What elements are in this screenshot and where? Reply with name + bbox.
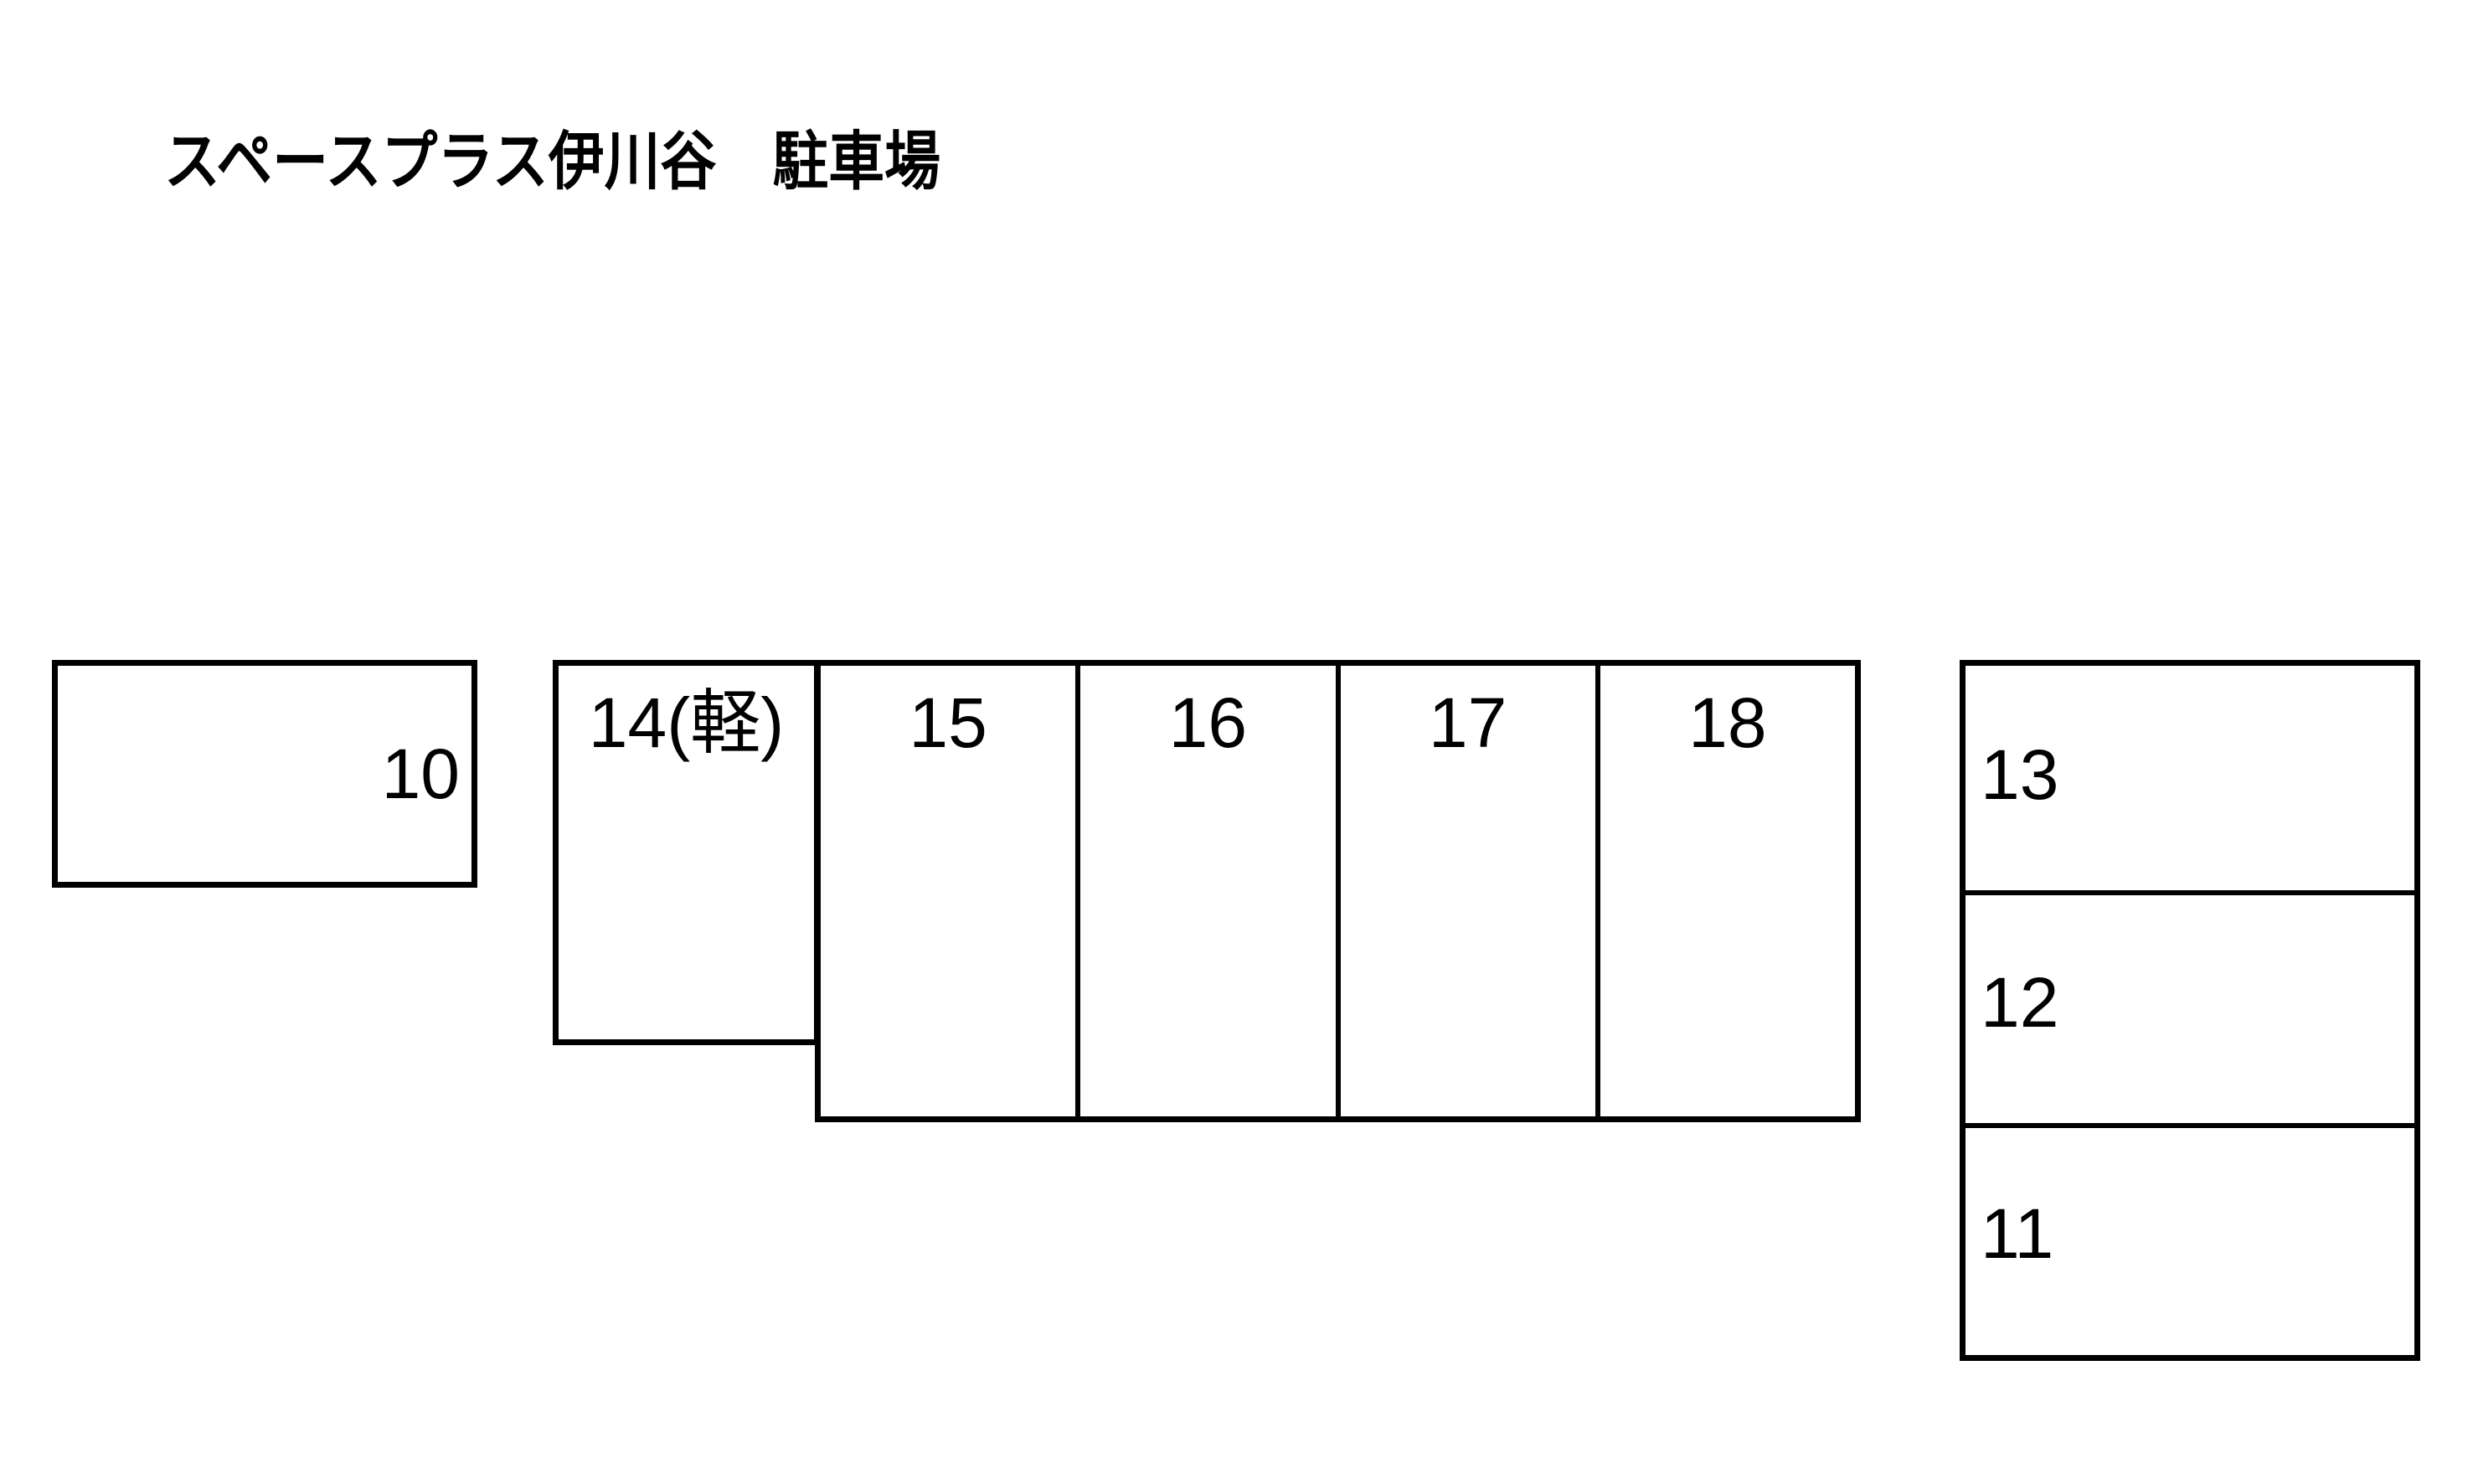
parking-stall-10-label: 10 [381,734,460,813]
parking-stall-11[interactable]: 11 [1966,1128,2414,1355]
parking-stall-14-label: 14(軽) [588,683,785,762]
parking-stall-12-label: 12 [1981,963,2059,1042]
parking-stall-17-label: 17 [1428,683,1507,762]
parking-stall-17[interactable]: 17 [1341,666,1600,1116]
parking-stall-14-compact[interactable]: 14(軽) [553,660,820,1045]
parking-stall-11-label: 11 [1981,1194,2054,1273]
parking-stall-12[interactable]: 12 [1966,895,2414,1128]
parking-stall-18-label: 18 [1688,683,1767,762]
parking-stall-15-label: 15 [909,683,987,762]
parking-stall-13[interactable]: 13 [1966,666,2414,895]
parking-stall-10[interactable]: 10 [52,660,477,888]
parking-stall-column-11-13: 13 12 11 [1960,660,2420,1361]
parking-stall-16[interactable]: 16 [1080,666,1341,1116]
parking-stall-13-label: 13 [1981,735,2059,814]
page-title: スペースプラス伊川谷 駐車場 [164,126,940,198]
parking-stall-16-label: 16 [1168,683,1248,762]
parking-stall-row-15-18: 15 16 17 18 [815,660,1861,1122]
parking-stall-18[interactable]: 18 [1600,666,1855,1116]
parking-stall-15[interactable]: 15 [821,666,1081,1116]
